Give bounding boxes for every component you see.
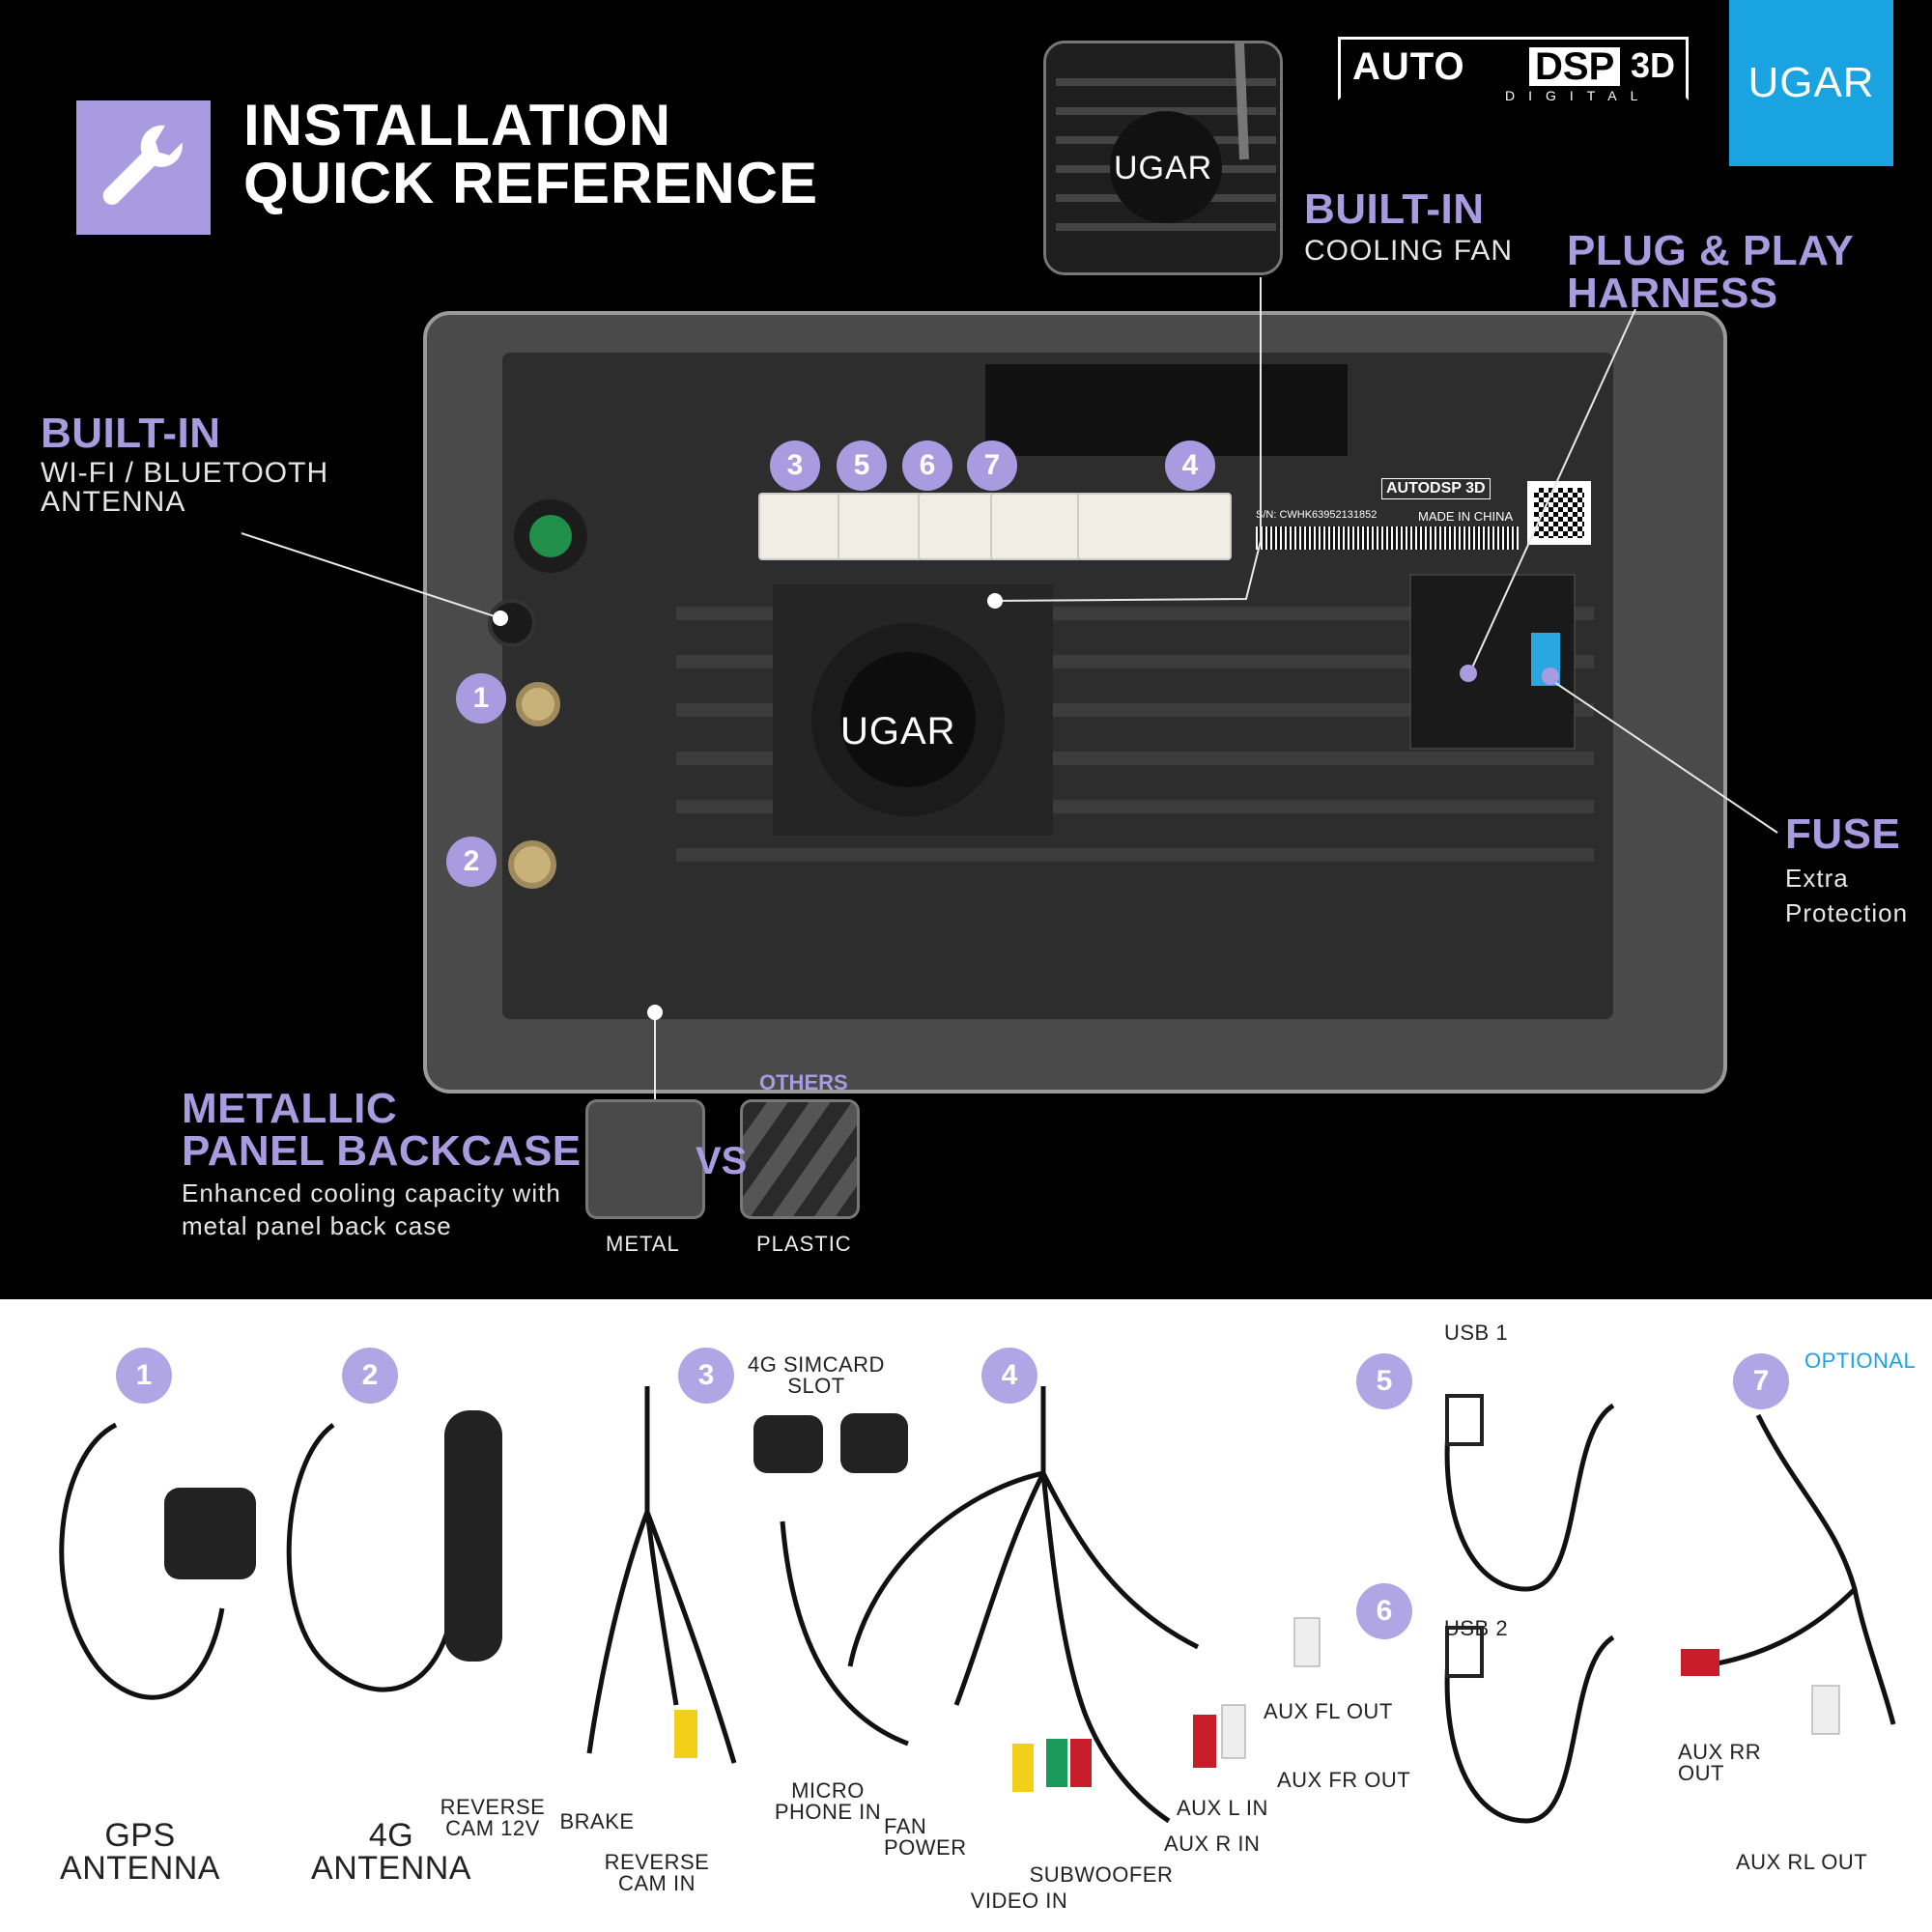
accessory-number-5: 5 <box>1356 1353 1412 1409</box>
port-number-2: 2 <box>446 837 497 887</box>
autodsp-logo: AUTO DSP 3D DIGITAL <box>1338 37 1689 103</box>
brake-label: BRAKE <box>559 1809 635 1833</box>
video-in-label: VIDEO IN <box>970 1889 1068 1913</box>
callout-lines <box>241 277 1778 1099</box>
accessory-number-2: 2 <box>342 1348 398 1404</box>
usb2-label: USB 2 <box>1444 1616 1509 1640</box>
optional-label: OPTIONAL <box>1804 1349 1917 1373</box>
plastic-label: PLASTIC <box>756 1232 852 1256</box>
wrench-icon <box>76 100 211 235</box>
aux-rr-out-label: AUX RR OUT <box>1678 1740 1762 1785</box>
usb1-label: USB 1 <box>1444 1321 1509 1345</box>
hero-panel: INSTALLATION QUICK REFERENCE AUTO DSP 3D… <box>41 0 1909 1256</box>
accessory-number-7: 7 <box>1733 1353 1789 1409</box>
accessories-illustration <box>59 1386 1896 1824</box>
aux-fr-out-label: AUX FR OUT <box>1277 1768 1411 1792</box>
ugar-fan-inset-logo: UGAR <box>1114 150 1213 186</box>
fan-callout: BUILT-IN COOLING FAN <box>1304 185 1514 267</box>
port-number-7: 7 <box>967 440 1017 491</box>
4g-socket <box>508 840 556 889</box>
panel-callout: METALLIC PANEL BACKCASE Enhanced cooling… <box>182 1085 582 1240</box>
accessory-number-3: 3 <box>678 1348 734 1404</box>
port-number-3: 3 <box>770 440 820 491</box>
antenna-callout: BUILT-IN WI-FI / BLUETOOTH ANTENNA <box>41 410 329 518</box>
accessories-panel: 1 2 3 4 5 6 7 <box>0 1299 1932 1932</box>
subwoofer-label: SUBWOOFER <box>1029 1862 1174 1887</box>
others-label: OTHERS <box>759 1070 848 1094</box>
port-number-5: 5 <box>837 440 887 491</box>
port-number-6: 6 <box>902 440 952 491</box>
cooling-fan-inset: UGAR <box>1043 41 1283 275</box>
metal-label: METAL <box>606 1232 680 1256</box>
aux-l-in-label: AUX L IN <box>1177 1796 1268 1820</box>
harness-callout: PLUG & PLAY HARNESS <box>1567 227 1855 317</box>
port-number-1: 1 <box>456 673 506 724</box>
serial-label: AUTODSP 3D S/N: CWHK63952131852 MADE IN … <box>1256 467 1618 568</box>
plastic-sample <box>740 1099 860 1219</box>
head-unit-backcase <box>502 353 1613 1019</box>
port-number-4: 4 <box>1165 440 1215 491</box>
connector-4 <box>1077 493 1232 560</box>
aux-rl-out-label: AUX RL OUT <box>1736 1850 1868 1874</box>
gps-socket <box>516 682 560 726</box>
ugar-fan-logo: UGAR <box>840 710 956 753</box>
aux-fl-out-label: AUX FL OUT <box>1264 1699 1393 1723</box>
metal-sample <box>585 1099 705 1219</box>
accessory-number-4: 4 <box>981 1348 1037 1404</box>
accessory-number-1: 1 <box>116 1348 172 1404</box>
ugar-logo: UGAR <box>1729 0 1893 166</box>
aux-r-in-label: AUX R IN <box>1164 1832 1261 1856</box>
fuse-callout: FUSE Extra Protection <box>1785 810 1909 927</box>
connector-5 <box>838 493 923 560</box>
accessory-number-6: 6 <box>1356 1583 1412 1639</box>
vs-label: VS <box>696 1140 748 1182</box>
page-title: INSTALLATION QUICK REFERENCE <box>243 93 819 215</box>
